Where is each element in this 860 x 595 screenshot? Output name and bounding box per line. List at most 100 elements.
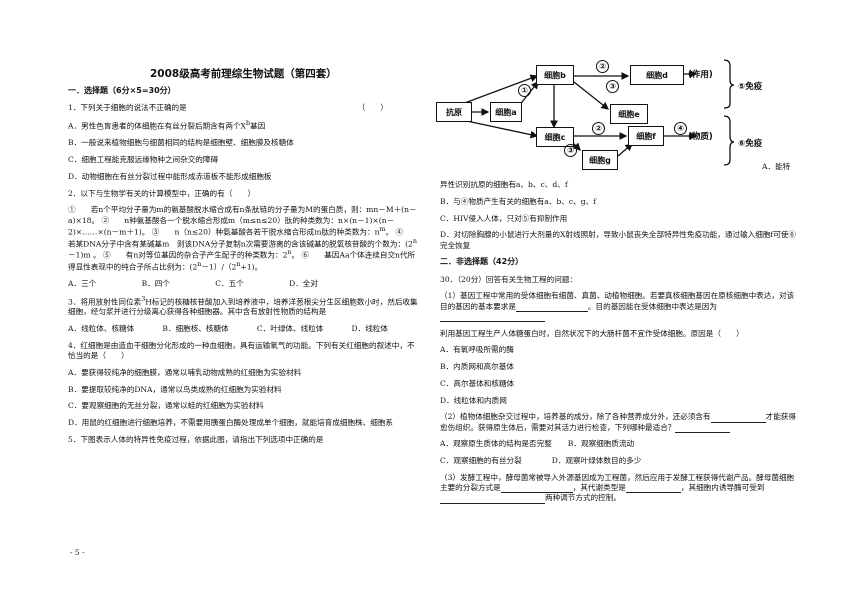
q3-options: A．线粒体、核糖体 B．细胞核、核糖体 C．叶绿体、线粒体 D．线粒体	[68, 324, 388, 334]
q1-a-tail: 基因	[250, 121, 266, 131]
q4-option-b: B．要提取较纯净的DNA，通常以鸟类成熟的红细胞为实验材料	[68, 384, 282, 394]
q3-stem-text: 3．将用放射性同位素	[68, 297, 142, 307]
arrow-antigen-b	[461, 74, 539, 105]
q2-item3-tail: 。	[385, 227, 394, 237]
brace-6	[723, 115, 735, 166]
q2-item4-sup: n	[412, 237, 417, 245]
q1-paren: （ ）	[357, 103, 388, 113]
q1-option-a: A．男性色盲患者的体细胞在有丝分裂后期含有两个Xb基因	[68, 120, 418, 132]
effect-label: (作用)	[688, 70, 713, 80]
q2-options: A．三个 B．四个 C．五个 D．全对	[68, 279, 318, 289]
q2-items: ① 若n个平均分子量为m的氨基酸脱水缩合成有n条肽链的分子量为M的蛋白质，则：m…	[68, 205, 418, 273]
q30-p2-option-d: D．观察叶绿体数目的多少	[551, 456, 642, 466]
step-2b-label: ②	[592, 122, 605, 135]
q30-option-c: C．高尔基体和核糖体	[440, 378, 515, 388]
q2-item4-tail: －1)m 。	[68, 250, 101, 260]
q2-item3: ③ n（n≤20）种氨基酸各若干脱水缩合形成m肽的种类数为：n	[151, 227, 380, 237]
cell-b-box: 细胞b	[536, 65, 574, 85]
page-number: - 5 -	[70, 548, 85, 557]
q2-item6-tail: +1)。	[240, 262, 263, 272]
q4-option-c: C．要观察细胞的无丝分裂，通常以蛙的红细胞为实验材料	[68, 401, 264, 411]
q2-item6: ⑥ 基因Aa个体连续自交n代所得显性表现中的纯合子所占比例为：(2	[68, 250, 416, 272]
q2-item5-sup: n	[287, 249, 292, 257]
q1-option-c: C．细胞工程能克服远缘物种之间杂交的障碍	[68, 155, 219, 165]
q30-part3-b: ，其代谢类型是	[572, 483, 626, 493]
q30-option-a: A．有氧呼吸所需的酶	[440, 345, 514, 355]
q30-p2-option-b: B．观察细胞质流动	[567, 439, 635, 449]
q30-blank-7[interactable]	[440, 495, 545, 504]
cell-d-box: 细胞d	[630, 65, 684, 85]
arrow-b-e	[573, 81, 610, 110]
q3-option-b: B．细胞核、核糖体	[162, 324, 229, 334]
q2-item5: ⑤ 有n对等位基因的杂合子产生配子的种类数为：2	[103, 250, 288, 260]
step-4-label: ④	[674, 122, 687, 135]
q30-part1-question: 利用基因工程生产人体糖蛋白时，自然状况下的大肠杆菌不宜作受体细胞。原因是（ ）	[440, 328, 744, 338]
q30-part1-a: （1）基因工程中常用的受体细胞有细菌、真菌、动植物细胞。若要真核细胞基因在原核细…	[440, 291, 795, 311]
immunity-diagram: 抗原 细胞a 细胞b 细胞c 细胞d 细胞e 细胞f 细胞g ① ② ③ ④ ②…	[432, 52, 780, 174]
cell-f-box: 细胞f	[628, 126, 664, 146]
q1-stem-text: 1．下列关于细胞的说法不正确的是	[68, 103, 187, 113]
q2-option-a: A．三个	[68, 278, 97, 288]
q5-option-a-body: 异性识别抗原的细胞有a、b、c、d、f	[440, 180, 568, 189]
q1-a-text: A．男性色盲患者的体细胞在有丝分裂后期含有两个X	[68, 121, 246, 131]
q5-option-a-head: A．能特	[762, 162, 791, 171]
q3-stem: 3．将用放射性同位素3H标记的核糖核苷酸加入到培养液中，培养洋葱根尖分生区细胞数…	[68, 296, 418, 318]
section1-heading: 一．选择题（6分×5=30分）	[68, 86, 176, 95]
q3-option-d: D．线粒体	[351, 324, 388, 334]
q3-option-c: C．叶绿体、线粒体	[256, 324, 324, 334]
cell-g-box: 细胞g	[582, 150, 618, 170]
q30-blank-5[interactable]	[500, 484, 573, 494]
q1-option-b: B．一般说来植物细胞与细菌相同的结构是细胞壁、细胞膜及核糖体	[68, 138, 294, 148]
q2-option-d: D．全对	[289, 278, 318, 288]
q2-stem: 2．以下与生物学有关的计算模型中，正确的有（ ）	[68, 188, 256, 198]
section2-heading: 二．非选择题（42分）	[440, 257, 524, 267]
q5-option-c: C．HIV侵入人体，只对⑤有抑制作用	[440, 213, 568, 223]
q30-blank-1[interactable]	[515, 303, 588, 312]
cell-a-box: 细胞a	[490, 102, 522, 122]
q30-part1: （1）基因工程中常用的受体细胞有细菌、真菌、动植物细胞。若要真核细胞基因在原核细…	[440, 291, 800, 323]
q3-option-a: A．线粒体、核糖体	[68, 324, 135, 334]
q30-blank-4[interactable]	[675, 424, 731, 433]
q5-option-d: D．对切除胸腺的小鼠进行大剂量的X射线照射，导致小鼠丧失全部特异性免疫功能，通过…	[440, 230, 797, 250]
q30-option-d: D．线粒体和内质网	[440, 395, 507, 405]
q5-option-b: B．与④物质产生有关的细胞有a、b、c、g、f	[440, 196, 596, 206]
q30-part3-d: 两种调节方式的控制。	[545, 493, 621, 503]
q5-stem: 5．下图表示人体的特异性免疫过程，依据此图，请指出下列选项中正确的是	[68, 434, 324, 444]
q30-part2-options-row2: C．观察细胞的有丝分裂 D．观察叶绿体数目的多少	[440, 456, 800, 466]
left-column: 一．选择题（6分×5=30分） 1．下列关于细胞的说法不正确的是 （ ） A．男…	[68, 86, 418, 452]
q2-item1: ① 若n个平均分子量为m的氨基酸脱水缩合成有n条肽链的分子量为M的蛋白质，则：m…	[68, 205, 417, 225]
step-3b-label: ③	[564, 144, 577, 157]
arrow-g-f	[617, 143, 633, 157]
arrow-antigen-c	[461, 119, 539, 139]
step-1-label: ①	[518, 84, 531, 97]
substance-label: (物质)	[688, 132, 713, 142]
q2-item2: ② n种氨基酸各一个脱水缩合形成m（m≤n≤20）肽的种类数为：n×(n－1)×…	[68, 215, 395, 237]
immunity-5-label: ⑤免疫	[738, 82, 763, 92]
q4-option-a: A．要获得较纯净的细胞膜，通常以哺乳动物成熟的红细胞为实验材料	[68, 367, 302, 377]
q2-option-c: C．五个	[215, 278, 244, 288]
q2-item6-mid: －1）/（2	[201, 262, 237, 272]
q30-blank-6[interactable]	[625, 484, 681, 494]
q2-option-b: B．四个	[141, 278, 170, 288]
q4-stem: 4．红细胞是由造血干细胞分化形成的一种血细胞，具有运输氧气的功能。下列有关红细胞…	[68, 340, 415, 361]
antigen-box: 抗原	[436, 102, 472, 122]
brace-5	[723, 59, 735, 109]
q30-part2-a: （2）植物体细胞杂交过程中，培养基的成分，除了各种营养成分外，还必须含有	[440, 412, 711, 422]
q30-option-b: B．内质网和高尔基体	[440, 362, 514, 372]
cell-e-box: 细胞e	[610, 104, 648, 124]
q30-blank-2[interactable]	[440, 313, 545, 323]
q3-stem-sup: 3	[141, 295, 146, 303]
q30-part2: （2）植物体细胞杂交过程中，培养基的成分，除了各种营养成分外，还必须含有才能获得…	[440, 412, 800, 433]
q1-stem: 1．下列关于细胞的说法不正确的是 （ ）	[68, 103, 418, 113]
q1-a-sup: b	[245, 120, 251, 128]
q30-blank-3[interactable]	[710, 414, 766, 423]
q30-part1-b: 。目的基因能在受体细胞中表达是因为	[587, 301, 718, 311]
page-title: 2008级高考前理综生物试题（第四套）	[150, 68, 337, 80]
q3-stem-tail: H标记的核糖核苷酸加入到培养液中，培养洋葱根尖分生区细胞数小时，然后收集细胞，经…	[68, 297, 418, 317]
q30-part3: （3）发酵工程中，酵母菌常被导入外源基因成为工程菌，然后应用于发酵工程获得代谢产…	[440, 473, 800, 504]
q30-part3-a: （3）发酵工程中，酵母菌常被导入外源基因成为工程菌，然后应用于发酵工程获得代谢产…	[440, 472, 795, 493]
q2-item6-sup: n	[197, 261, 202, 269]
q1-option-d: D．动物细胞在有丝分裂过程中能形成赤道板不能形成细胞板	[68, 171, 272, 181]
q30-p2-option-c: C．观察细胞的有丝分裂	[440, 456, 522, 466]
